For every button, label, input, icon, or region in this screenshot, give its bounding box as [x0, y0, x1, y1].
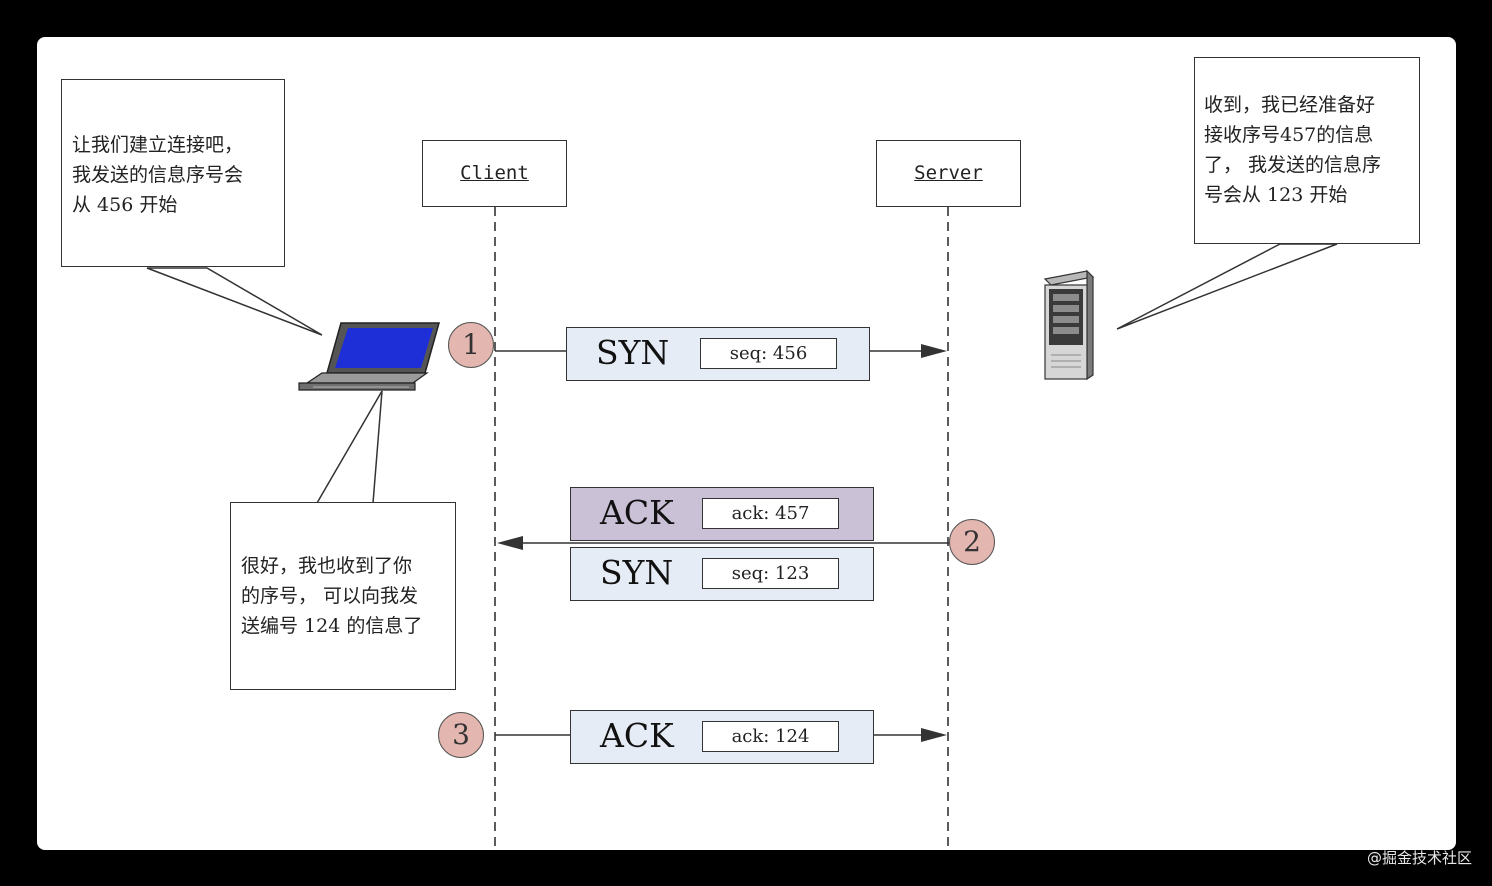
note-line: 从 456 开始 — [72, 194, 178, 216]
client-note-tail — [146, 267, 323, 336]
server-reply-note: 收到，我已经准备好 接收序号457的信息 了， 我发送的信息序 号会从 123 … — [1194, 57, 1420, 244]
packet-field: seq: 456 — [700, 338, 837, 369]
packet-syn-123: SYN seq: 123 — [570, 547, 874, 601]
note-line: 接收序号457的信息 — [1204, 124, 1374, 146]
note-line: 了， 我发送的信息序 — [1204, 154, 1382, 176]
step-number-1: 1 — [448, 322, 494, 368]
note-line: 很好，我也收到了你 — [241, 555, 413, 577]
step2-arrowhead — [497, 536, 523, 550]
step1-arrowhead — [921, 344, 947, 358]
step-number-2: 2 — [949, 519, 995, 565]
packet-syn-456: SYN seq: 456 — [566, 327, 870, 381]
client-header: Client — [422, 140, 567, 207]
step-number-3: 3 — [438, 712, 484, 758]
diagram-canvas: Client Server 让我们建立连接吧， 我发送的信息序号会 从 456 … — [37, 37, 1456, 850]
packet-field: seq: 123 — [702, 558, 839, 589]
packet-type: ACK — [600, 716, 674, 755]
note-line: 我发送的信息序号会 — [72, 164, 244, 186]
server-icon — [1043, 269, 1095, 381]
diagram-lines — [146, 207, 1338, 850]
note-line: 送编号 124 的信息了 — [241, 615, 423, 637]
server-note-tail — [1116, 243, 1338, 330]
server-header: Server — [876, 140, 1021, 207]
step3-arrowhead — [921, 728, 947, 742]
packet-type: SYN — [600, 553, 674, 592]
laptop-icon — [298, 322, 440, 391]
note-line: 的序号， 可以向我发 — [241, 585, 419, 607]
confirm-note-tail — [315, 390, 383, 504]
packet-field: ack: 457 — [702, 498, 839, 529]
client-start-note: 让我们建立连接吧， 我发送的信息序号会 从 456 开始 — [61, 79, 285, 267]
client-confirm-note: 很好，我也收到了你 的序号， 可以向我发 送编号 124 的信息了 — [230, 502, 456, 690]
watermark: @掘金技术社区 — [1366, 849, 1472, 867]
packet-type: ACK — [600, 493, 674, 532]
packet-ack-457: ACK ack: 457 — [570, 487, 874, 541]
packet-type: SYN — [596, 333, 670, 372]
note-line: 让我们建立连接吧， — [72, 134, 244, 156]
note-line: 号会从 123 开始 — [1204, 184, 1348, 206]
note-line: 收到，我已经准备好 — [1204, 94, 1376, 116]
packet-ack-124: ACK ack: 124 — [570, 710, 874, 764]
packet-field: ack: 124 — [702, 721, 839, 752]
